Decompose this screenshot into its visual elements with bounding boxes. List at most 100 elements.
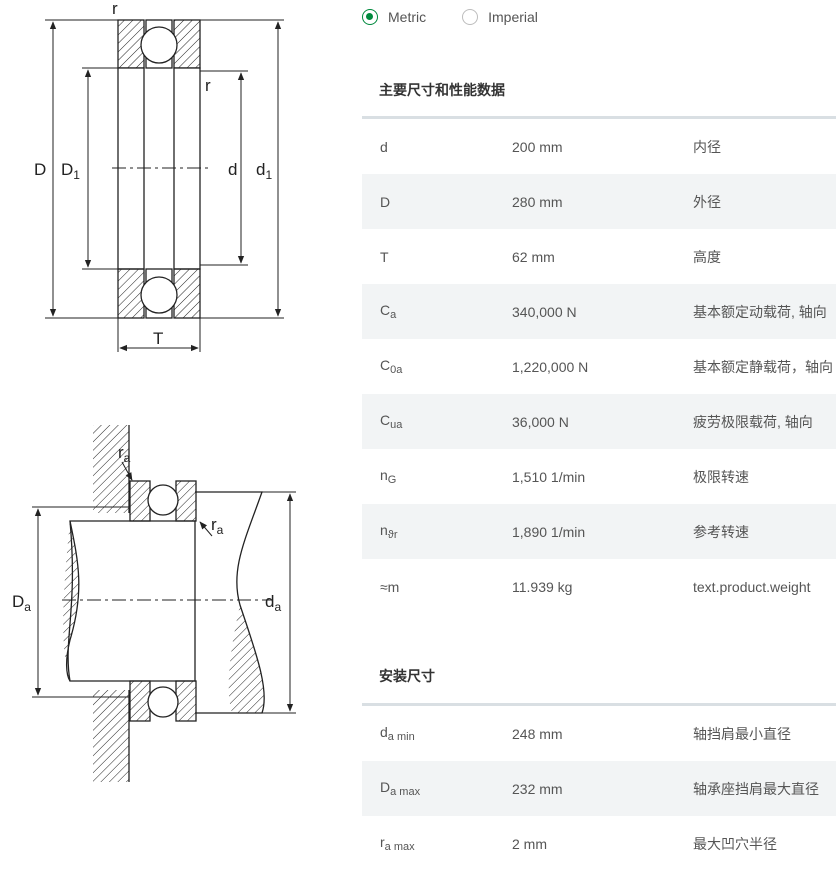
unit-selector: Metric Imperial (362, 6, 574, 28)
row-symbol: ra max (362, 834, 512, 853)
table-row: ≈m 11.939 kg text.product.weight (362, 559, 836, 614)
row-description: 参考转速 (693, 523, 749, 540)
imperial-label: Imperial (488, 9, 538, 25)
symbol-main: d (380, 724, 388, 740)
metric-radio[interactable]: Metric (362, 9, 426, 25)
metric-label: Metric (388, 9, 427, 25)
label-D: D (34, 160, 46, 179)
label-Da: Da (12, 592, 31, 614)
label-T: T (153, 329, 163, 348)
symbol-main: n (380, 467, 388, 483)
row-symbol: D (362, 194, 512, 210)
row-description: 疲劳极限载荷, 轴向 (693, 413, 813, 430)
row-symbol: da min (362, 724, 512, 743)
row-description: 基本额定静载荷，轴向 (693, 358, 833, 375)
bearing-cross-section (112, 19, 210, 319)
row-value: 1,890 1/min (512, 523, 586, 540)
mounting-section-title: 安装尺寸 (379, 668, 435, 684)
label-d1: d1 (256, 160, 272, 182)
symbol-subscript: a max (384, 841, 415, 853)
row-value: 340,000 N (512, 303, 577, 320)
symbol-subscript: a max (390, 786, 421, 798)
symbol-subscript: a min (387, 731, 415, 743)
row-description: 轴承座挡肩最大直径 (693, 780, 819, 797)
row-symbol: Ca (362, 302, 512, 321)
row-description: 外径 (693, 193, 721, 210)
symbol-main: C (380, 302, 391, 318)
symbol-main: C (380, 412, 391, 428)
row-symbol: nϑr (362, 522, 512, 541)
row-value: 36,000 N (512, 413, 569, 430)
table-row: d 200 mm 内径 (362, 119, 836, 174)
symbol-subscript: G (387, 474, 397, 486)
row-symbol: Cua (362, 412, 512, 431)
row-symbol: d (362, 139, 512, 155)
row-description: 内径 (693, 138, 721, 155)
label-ra-right: ra (211, 515, 224, 537)
main-section-title: 主要尺寸和性能数据 (379, 82, 505, 98)
bearing-drawing: r r D D1 d d1 T (12, 0, 296, 782)
symbol-subscript: ua (390, 419, 403, 431)
symbol-main: D (380, 779, 391, 795)
label-da: da (265, 592, 281, 614)
row-description: 基本额定动载荷, 轴向 (693, 303, 827, 320)
dimension-labels-top: r r D D1 d d1 T (34, 0, 272, 348)
row-description: 极限转速 (693, 468, 749, 485)
row-value: 1,220,000 N (512, 358, 589, 375)
symbol-main: d (380, 138, 388, 155)
row-value: 280 mm (512, 193, 563, 210)
symbol-subscript: a (390, 309, 397, 321)
row-value: 2 mm (512, 835, 547, 852)
imperial-radio-circle[interactable] (462, 9, 479, 25)
table-divider (362, 116, 836, 119)
table-row: D 280 mm 外径 (362, 174, 836, 229)
label-r-top: r (112, 0, 118, 18)
symbol-main: T (380, 248, 389, 265)
row-symbol: Da max (362, 779, 512, 798)
row-symbol: T (362, 249, 512, 265)
label-ra-top: ra (118, 443, 131, 465)
row-symbol: C0a (362, 357, 512, 376)
label-r-right: r (205, 76, 211, 95)
row-description: 最大凹穴半径 (693, 835, 777, 852)
label-D1: D1 (61, 160, 80, 182)
symbol-main: C (380, 357, 391, 373)
row-symbol: nG (362, 467, 512, 486)
row-description: 高度 (693, 248, 721, 265)
row-value: 62 mm (512, 248, 555, 265)
row-value: 1,510 1/min (512, 468, 586, 485)
row-description: text.product.weight (693, 578, 811, 595)
metric-radio-circle[interactable] (362, 9, 378, 25)
imperial-radio[interactable]: Imperial (462, 9, 538, 25)
symbol-main: n (380, 522, 388, 538)
row-value: 248 mm (512, 725, 563, 742)
row-value: 11.939 kg (512, 578, 573, 595)
symbol-subscript: ϑr (387, 529, 398, 541)
label-d: d (228, 160, 237, 179)
table-row: T 62 mm 高度 (362, 229, 836, 284)
table-divider (362, 703, 836, 706)
symbol-main: r (380, 834, 385, 850)
row-value: 232 mm (512, 780, 563, 797)
row-description: 轴挡肩最小直径 (693, 725, 791, 742)
dimension-labels-bottom: ra ra Da da (12, 443, 281, 614)
symbol-main: D (380, 193, 391, 210)
symbol-main: ≈m (380, 578, 400, 595)
row-symbol: ≈m (362, 579, 512, 595)
mounting-drawing (32, 425, 296, 782)
row-value: 200 mm (512, 138, 563, 155)
dimension-lines-top (45, 19, 284, 352)
symbol-subscript: 0a (390, 364, 403, 376)
